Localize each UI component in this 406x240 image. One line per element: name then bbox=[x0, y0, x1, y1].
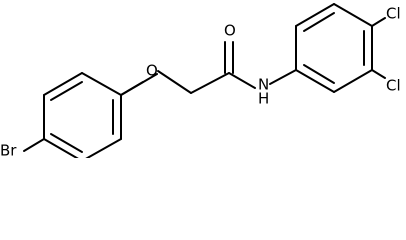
chlorine-para-label: Cl bbox=[386, 5, 401, 23]
chemical-structure-diagram: Br O O N H Cl Cl bbox=[0, 3, 401, 159]
ring-a-inner-double-3 bbox=[50, 133, 83, 153]
ring-to-ether-oxygen-bond bbox=[120, 81, 144, 96]
ring-b-bond-5 bbox=[333, 69, 373, 93]
ring-a-bond-5 bbox=[43, 138, 79, 158]
dichlorophenyl-ring bbox=[295, 3, 373, 93]
bromomethylphenyl-ring bbox=[43, 72, 122, 158]
ring-a-bond-1 bbox=[43, 72, 83, 96]
amide-hydrogen-label: H bbox=[258, 90, 269, 108]
ring-b-bond-2 bbox=[295, 3, 335, 27]
chlorine-meta-bond bbox=[371, 69, 386, 79]
nitrogen-to-ring-bond bbox=[269, 69, 297, 85]
bromine-label: Br bbox=[0, 142, 17, 159]
bromine-bond bbox=[23, 138, 45, 152]
ether-oxygen-label: O bbox=[146, 62, 158, 80]
ring-b-bond-3 bbox=[333, 3, 373, 27]
ring-a-bond-4 bbox=[85, 138, 122, 158]
chlorine-para-bond bbox=[371, 17, 386, 27]
carbonyl-to-nitrogen-bond bbox=[228, 72, 256, 89]
ring-b-inner-double-3 bbox=[303, 64, 335, 84]
ch2-to-carbonyl-bond bbox=[190, 72, 230, 94]
ring-a-inner-double-1 bbox=[50, 81, 83, 101]
ring-b-inner-double-1 bbox=[303, 12, 335, 32]
chlorine-meta-label: Cl bbox=[386, 77, 401, 95]
ether-oxygen-to-ch2-bond bbox=[157, 70, 192, 94]
ring-b-bond-6 bbox=[295, 69, 335, 93]
amide-nitrogen-label: N bbox=[258, 76, 269, 94]
ring-a-bond-2 bbox=[81, 72, 122, 96]
carbonyl-oxygen-label: O bbox=[224, 22, 236, 40]
